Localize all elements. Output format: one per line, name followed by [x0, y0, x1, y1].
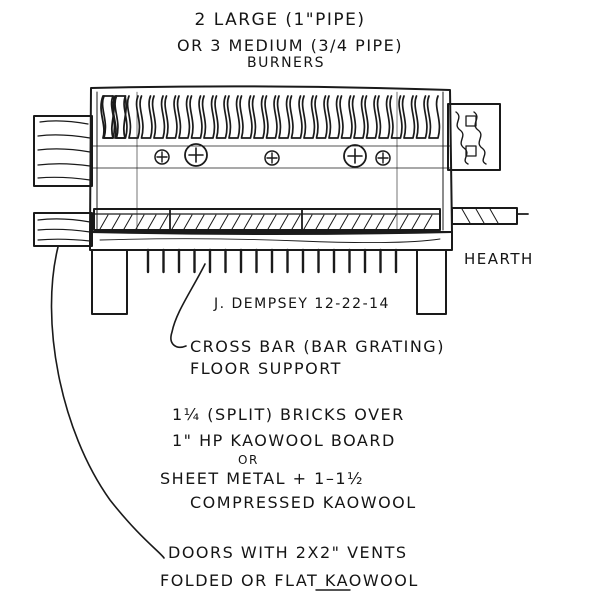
burner-port-right-large: [343, 144, 367, 168]
hatch-line: [291, 214, 301, 230]
liner-wave: [239, 95, 253, 139]
leader-door: [50, 246, 165, 559]
crossbar-note-line1: CROSS BAR (BAR GRATING): [190, 337, 445, 356]
hatch-line: [99, 214, 109, 230]
hatch-line: [315, 214, 325, 230]
liner-wave: [401, 95, 416, 139]
burner-ports: [154, 143, 391, 168]
burners-note-line1: 2 LARGE (1"PIPE): [195, 10, 366, 30]
hatch-line: [411, 214, 421, 230]
liner-wave: [276, 95, 291, 139]
leader-crossbar: [170, 263, 206, 348]
liner-wave: [376, 95, 391, 139]
bricks-note-or: OR: [238, 453, 259, 467]
bricks-note-line4: COMPRESSED KAOWOOL: [190, 493, 417, 512]
doors-note-line2: FOLDED OR FLAT KAOWOOL: [160, 571, 419, 590]
hatch-line: [183, 214, 193, 230]
hatch-line: [363, 214, 373, 230]
hatch-line: [135, 214, 145, 230]
liner-wave: [301, 95, 316, 139]
hatch-line: [123, 214, 133, 230]
door-right-upper: [447, 103, 501, 171]
hatch-line: [111, 214, 121, 230]
hatch-line: [255, 214, 265, 230]
liner-wave: [226, 95, 241, 139]
liner-wave: [176, 95, 191, 139]
bricks-note-line3: SHEET METAL + 1–1½: [160, 469, 364, 488]
liner-wave: [339, 95, 353, 139]
liner-wave: [364, 95, 378, 139]
hatch-line: [243, 214, 253, 230]
hatch-line: [267, 214, 277, 230]
hatch-line: [171, 214, 181, 230]
crossbar-note-line2: FLOOR SUPPORT: [190, 359, 342, 378]
burner-port-left-small: [154, 149, 170, 165]
floor-support-board: [89, 231, 453, 251]
bricks-note-line2: 1" HP KAOWOOL BOARD: [172, 431, 396, 450]
liner-wave: [414, 95, 428, 139]
hatch-line: [423, 214, 433, 230]
hatch-line: [195, 214, 205, 230]
burner-port-left-large: [184, 143, 208, 167]
kaowool-liner-waves: [101, 95, 441, 139]
hatch-line: [207, 214, 217, 230]
liner-wave: [314, 95, 328, 139]
liner-wave: [264, 95, 278, 139]
hatch-line: [219, 214, 229, 230]
liner-wave: [151, 95, 166, 139]
door-left-upper: [33, 115, 93, 187]
hatch-line: [159, 214, 169, 230]
hatch-line: [147, 214, 157, 230]
hatch-line: [375, 214, 385, 230]
leg-left: [91, 249, 128, 315]
bricks-note-line1: 1¼ (SPLIT) BRICKS OVER: [172, 405, 405, 424]
liner-wave: [426, 95, 441, 139]
liner-wave: [139, 95, 153, 139]
hatch-line: [231, 214, 241, 230]
liner-wave: [201, 95, 216, 139]
hatch-line: [303, 214, 313, 230]
burner-port-right-small: [375, 150, 391, 166]
door-right-lower: [451, 207, 529, 225]
forge-body: [89, 85, 453, 235]
hatch-line: [351, 214, 361, 230]
liner-wave: [114, 95, 128, 139]
legs: [91, 249, 447, 315]
door-left-lower: [33, 212, 93, 247]
doors-note-line1: DOORS WITH 2X2" VENTS: [168, 543, 408, 562]
brick-hatching: [99, 214, 433, 230]
liner-wave: [389, 95, 403, 139]
hatch-line: [327, 214, 337, 230]
hatch-line: [387, 214, 397, 230]
liner-wave: [351, 95, 366, 139]
cross-bar-grating: [146, 248, 398, 274]
burners-note-line2: OR 3 MEDIUM (3/4 PIPE): [177, 36, 403, 55]
liner-wave: [101, 95, 116, 139]
burners-note-line3: BURNERS: [247, 55, 325, 71]
liner-wave: [164, 95, 178, 139]
liner-wave: [326, 95, 341, 139]
hatch-line: [339, 214, 349, 230]
hearth-label: HEARTH: [464, 250, 534, 268]
hatch-line: [279, 214, 289, 230]
liner-wave: [189, 95, 203, 139]
leg-right: [416, 249, 447, 315]
signature: J. DEMPSEY 12-22-14: [213, 296, 390, 312]
burner-port-center: [264, 150, 280, 166]
floor-bricks: [93, 208, 441, 231]
liner-wave: [289, 95, 303, 139]
liner-wave: [214, 95, 228, 139]
hatch-line: [399, 214, 409, 230]
liner-wave: [251, 95, 266, 139]
liner-wave: [126, 95, 141, 139]
